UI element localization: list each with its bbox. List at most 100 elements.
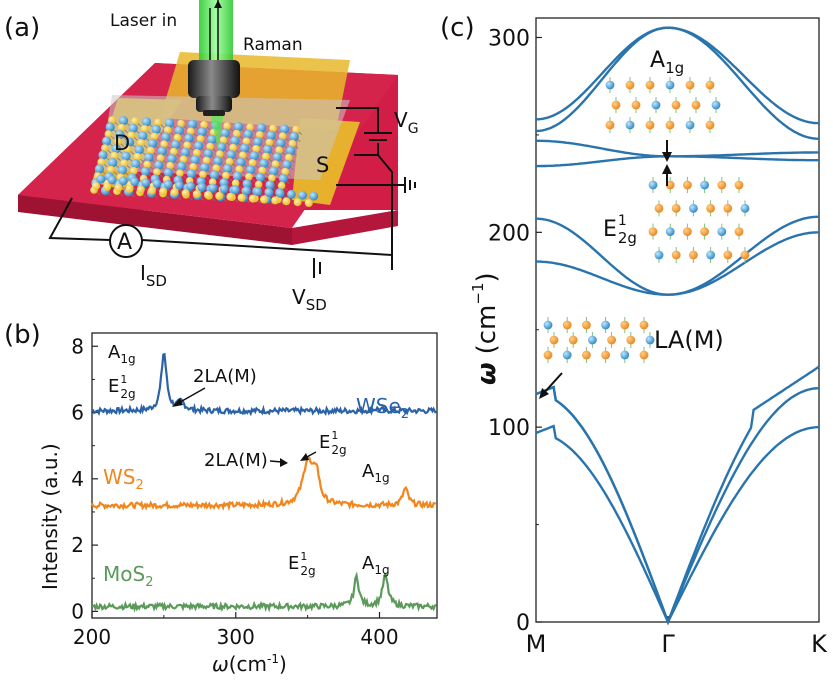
lattice-edge-atom: [175, 180, 184, 190]
lattice-atom: [166, 161, 174, 170]
substrate-front: [292, 210, 398, 245]
lattice-atom: [200, 162, 210, 172]
lattice-atom: [110, 151, 119, 160]
phonon-branch: [535, 424, 819, 625]
lattice-edge-atom: [107, 175, 117, 185]
lattice-atom: [157, 146, 167, 156]
lattice-atom: [180, 147, 190, 157]
panel-c-ylabel: ω(cm−1): [469, 272, 502, 385]
lattice-edge-atom: [275, 189, 285, 198]
lattice-atom: [108, 158, 118, 168]
lattice-edge-atom: [282, 197, 291, 206]
lattice-atom: [138, 131, 148, 141]
ws2-2la-arrowhead: [280, 458, 288, 467]
lattice-atom: [242, 137, 251, 145]
panel-b-label: (b): [4, 320, 41, 350]
lattice-atom: [292, 125, 300, 134]
lattice-atom: [194, 141, 204, 151]
lattice-atom: [108, 116, 116, 124]
battery-icon: [364, 132, 392, 141]
lattice-atom: [276, 138, 286, 148]
panel-a: (a) Laser in Raman D S: [4, 0, 419, 314]
mos2-series-label: MoS2: [103, 562, 153, 590]
lattice-atom: [114, 137, 122, 146]
lattice-atom: [278, 174, 288, 184]
lattice-edge-atom: [248, 194, 257, 203]
lattice-edge-atom: [181, 189, 190, 198]
wse2-series-label: WSe2: [356, 394, 409, 422]
y-tick-label: 300: [488, 26, 530, 51]
lattice-atom: [183, 141, 191, 149]
drain-label: D: [114, 131, 130, 155]
lattice-atom: [213, 156, 223, 166]
lattice-atom: [140, 125, 149, 133]
lattice-edge-atom: [159, 187, 168, 196]
lattice-edge-atom: [242, 186, 252, 196]
panel-c-axes: [535, 17, 820, 623]
lattice-atom: [124, 145, 132, 153]
lattice-atom: [252, 145, 260, 153]
lattice-atom: [190, 155, 200, 165]
lattice-edge-atom: [287, 189, 296, 199]
lattice-atom: [246, 165, 256, 175]
x-tick-label: M: [526, 630, 547, 658]
lattice-edge-atom: [186, 181, 196, 191]
phonon-branch: [536, 215, 820, 296]
wse2-2la-label: 2LA(M): [193, 366, 257, 387]
mos2-lattice: [90, 116, 319, 208]
lattice-atom: [277, 181, 286, 190]
phonon-branch: [535, 231, 820, 296]
e2g-arrowhead: [662, 164, 672, 174]
lattice-atom: [128, 123, 138, 133]
lattice-atom: [187, 119, 198, 129]
spectrum-mos2: [91, 571, 437, 613]
ammeter-icon: A: [109, 224, 143, 258]
lattice-atom: [131, 159, 141, 169]
lattice-edge-atom: [125, 184, 134, 193]
lattice-atom: [232, 129, 241, 138]
lattice-atom: [249, 151, 259, 161]
vibration-mode-insets: [543, 77, 750, 363]
lattice-atom: [104, 130, 113, 138]
lattice-atom: [177, 161, 187, 171]
lattice-edge-atom: [152, 179, 162, 188]
lattice-atom: [279, 124, 290, 134]
lattice-atom: [137, 139, 145, 147]
lattice-atom: [219, 178, 229, 188]
lattice-atom: [253, 137, 263, 147]
lattice-atom: [177, 119, 185, 128]
lattice-atom: [268, 174, 276, 182]
lattice-atom: [189, 163, 197, 171]
lattice-edge-atom: [92, 182, 100, 190]
phonon-branch: [535, 139, 819, 158]
y-tick-label: 4: [71, 467, 84, 491]
lattice-atom: [120, 159, 128, 167]
x-tick-label: Γ: [661, 630, 675, 658]
source-label: S: [316, 153, 329, 177]
raman-label: Raman: [243, 35, 303, 55]
wse2-a1g-label: A1g: [108, 342, 136, 366]
raman-arrowhead: [214, 0, 222, 8]
lattice-atom: [239, 151, 247, 159]
lattice-atom: [150, 132, 159, 141]
phonon-branch: [535, 26, 820, 140]
lattice-atom: [203, 148, 213, 158]
lattice-atom: [179, 155, 188, 163]
lattice-atom: [255, 172, 265, 182]
lattice-atom: [133, 153, 142, 161]
lattice-atom: [278, 132, 287, 140]
lattice-atom: [196, 135, 205, 143]
lattice-edge-atom: [304, 199, 313, 208]
lattice-atom: [186, 127, 195, 135]
lattice-atom: [269, 124, 277, 133]
lattice-atom: [171, 140, 181, 150]
vg-label: VG: [394, 108, 419, 137]
lattice-atom: [144, 152, 154, 162]
lattice-atom: [271, 160, 280, 168]
lattice-edge-atom: [103, 182, 112, 191]
lattice-atom: [254, 180, 263, 189]
lattice-atom: [167, 154, 177, 164]
lattice-atom: [263, 144, 273, 154]
